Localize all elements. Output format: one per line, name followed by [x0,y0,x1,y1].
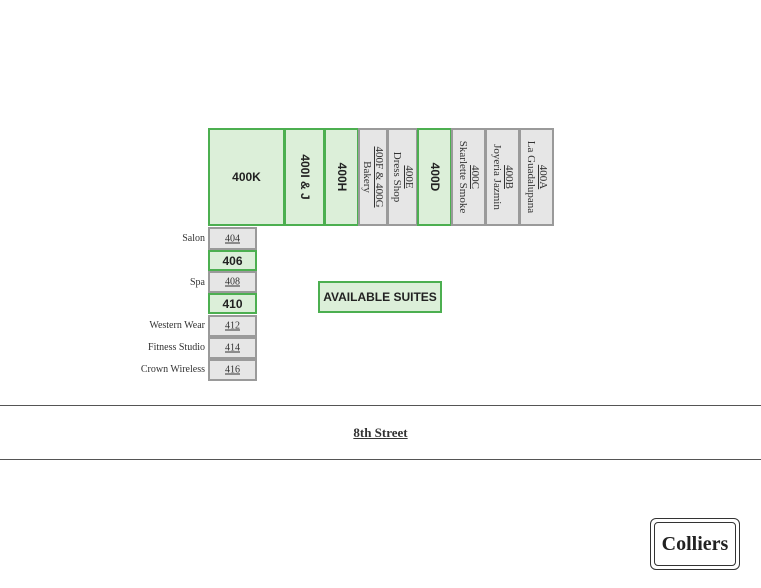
suite-404[interactable]: 404 [208,227,257,250]
suite-label-group: 400B Joyeria Jazmin [491,144,515,210]
available-suites-legend: AVAILABLE SUITES [318,281,442,313]
logo-text: Colliers [654,522,736,566]
suite-400k[interactable]: 400K [208,128,285,226]
suite-tenant: La Guadalupana [524,140,537,214]
suite-label: 400D [427,162,442,192]
suite-414[interactable]: 414 [208,337,257,359]
suite-label-group: 400E Dress Shop [391,152,415,202]
suite-number: 408 [225,276,240,288]
suite-408[interactable]: 408 [208,271,257,293]
suite-400f-400g[interactable]: 400F & 400G Bakery [358,128,388,226]
suite-number: 400C [468,165,481,189]
suite-400a[interactable]: 400A La Guadalupana [519,128,554,226]
tenant-label-408: Spa [190,277,205,288]
suite-400b[interactable]: 400B Joyeria Jazmin [485,128,520,226]
suite-number: 400B [502,165,515,189]
colliers-logo: Colliers [650,518,740,570]
suite-400d[interactable]: 400D [417,128,452,226]
suite-number: 414 [225,342,240,354]
suite-400c[interactable]: 400C Skarlette Smoke [451,128,486,226]
street-edge-top [0,405,761,406]
suite-label-group: 400F & 400G Bakery [361,146,385,207]
suite-label: 400H [334,162,349,192]
suite-number: 400A [536,164,549,190]
tenant-label-412: Western Wear [149,320,205,331]
suite-412[interactable]: 412 [208,315,257,337]
suite-number: 410 [222,296,243,311]
suite-number: 406 [222,253,243,268]
tenant-label-414: Fitness Studio [148,342,205,353]
suite-number: 400E [402,165,415,189]
tenant-label-416: Crown Wireless [140,364,205,375]
suite-label: 400K [232,170,261,184]
street-name: 8th Street [353,425,408,440]
suite-number: 412 [225,320,240,332]
street-edge-bottom [0,459,761,460]
suite-tenant: Skarlette Smoke [456,140,469,214]
suite-tenant: Dress Shop [390,151,403,203]
suite-400h[interactable]: 400H [324,128,359,226]
suite-416[interactable]: 416 [208,359,257,381]
suite-number: 416 [225,364,240,376]
suite-number: 400F & 400G [373,146,385,208]
suite-number: 404 [225,233,240,244]
suite-label-group: 400A La Guadalupana [525,141,549,213]
suite-400e[interactable]: 400E Dress Shop [387,128,418,226]
suite-410[interactable]: 410 [208,293,257,314]
suite-406[interactable]: 406 [208,250,257,271]
tenant-label-404: Salon [182,233,205,244]
suite-tenant: Bakery [361,161,373,193]
suite-label: 400I & J [297,154,312,200]
suite-label-group: 400C Skarlette Smoke [457,141,481,213]
suite-tenant: Joyeria Jazmin [490,144,503,210]
suite-400i-j[interactable]: 400I & J [284,128,325,226]
